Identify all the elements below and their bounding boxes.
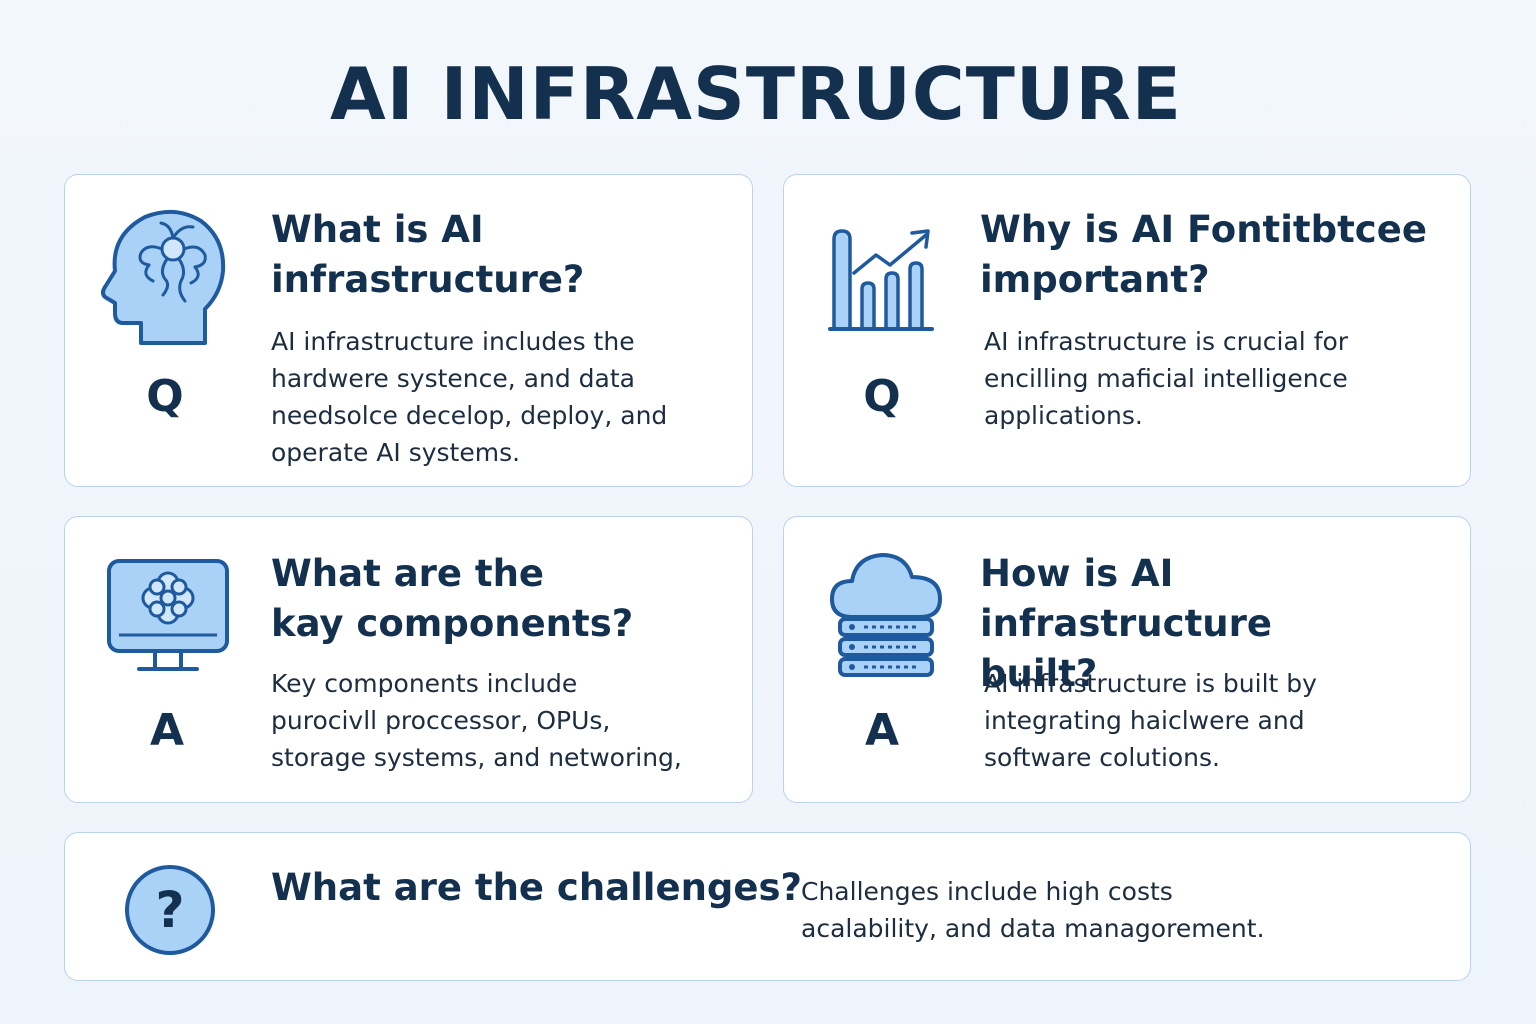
monitor-chip-icon [107, 559, 229, 671]
question-marker: Q [863, 371, 901, 422]
faq-card-challenges: ? What are the challenges? Challenges in… [64, 832, 1471, 981]
head-brain-icon [101, 209, 226, 345]
page-title: AI INFRASTRUCTURE [330, 52, 1182, 136]
question-circle-icon: ? [125, 865, 215, 955]
svg-text:?: ? [155, 881, 184, 939]
cloud-server-icon [830, 553, 942, 677]
answer-marker: A [864, 705, 900, 756]
question-marker: Q [146, 371, 184, 422]
answer-marker: A [149, 705, 185, 756]
question-title: What are the challenges? [271, 866, 802, 909]
bar-chart-trend-icon [828, 229, 934, 331]
